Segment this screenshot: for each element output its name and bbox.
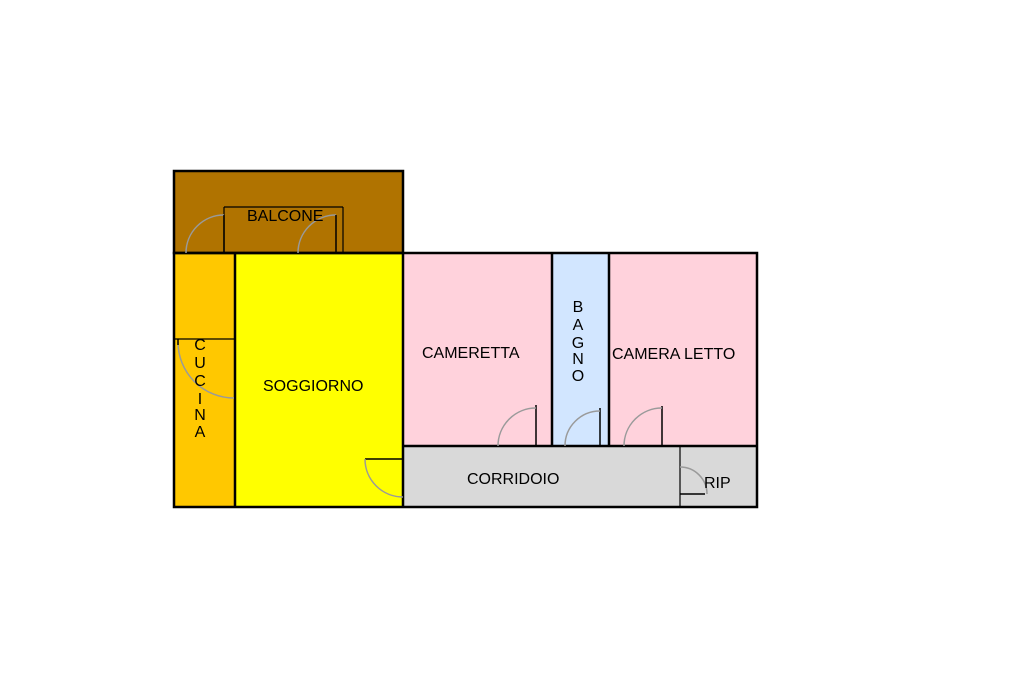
cucina-letter: C	[194, 337, 206, 354]
cucina-letter: N	[194, 407, 206, 424]
soggiorno-area	[235, 253, 403, 507]
corridoio-area	[403, 446, 757, 507]
bagno-letter: O	[572, 368, 584, 385]
balcone-area	[174, 171, 403, 253]
doors	[177, 214, 708, 498]
rip-label: RIP	[704, 475, 731, 492]
cucina-area	[174, 253, 235, 507]
cameretta-label: CAMERETTA	[422, 345, 520, 362]
bagno-letter: G	[572, 335, 584, 352]
bagno-label: B A G N O	[572, 299, 584, 385]
cucina-letter: C	[194, 373, 206, 390]
cameretta-area	[403, 253, 552, 446]
cucina-label: C U C I N A	[194, 337, 206, 441]
balcone-label: BALCONE	[247, 208, 323, 225]
corridoio-label: CORRIDOIO	[467, 471, 559, 488]
bagno-letter: B	[573, 299, 584, 316]
cucina-letter: U	[194, 355, 206, 372]
camera-letto-label: CAMERA LETTO	[612, 346, 735, 363]
camera-letto-area	[609, 253, 757, 446]
soggiorno-label: SOGGIORNO	[263, 378, 363, 395]
cucina-letter: I	[198, 391, 202, 408]
bagno-letter: A	[573, 317, 584, 334]
cucina-letter: A	[195, 424, 206, 441]
walls	[172, 169, 759, 509]
bagno-letter: N	[572, 351, 584, 368]
